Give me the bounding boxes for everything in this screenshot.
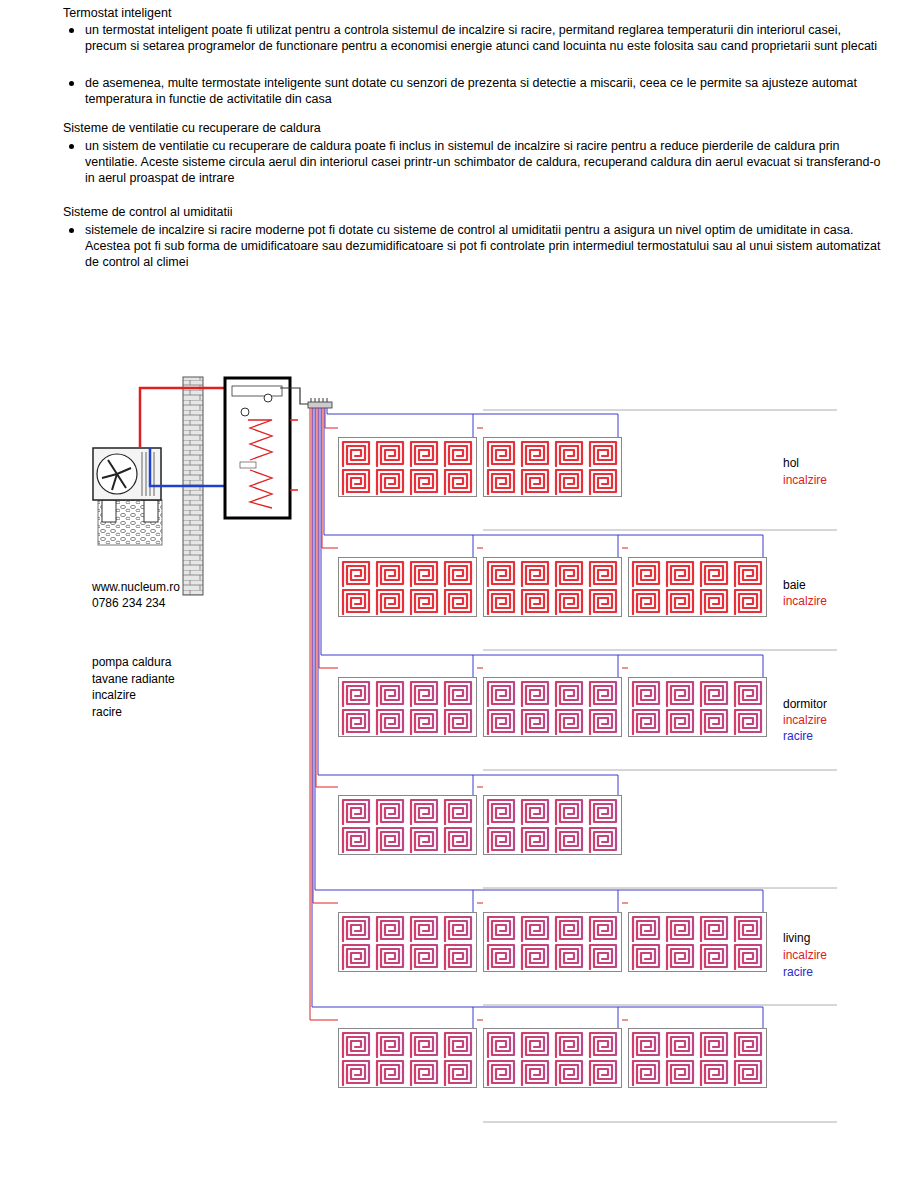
bullet-text: sistemele de incalzire si racire moderne… (85, 222, 885, 270)
cooling-label: racire (783, 728, 903, 744)
system-label: racire (92, 704, 242, 720)
cooling-label: racire (783, 964, 903, 980)
room-name: dormitor (783, 696, 903, 712)
system-label: pompa caldura (92, 654, 242, 670)
phone-label: 0786 234 234 (92, 595, 242, 611)
heating-label: incalzire (783, 712, 903, 728)
bullet-dot (69, 81, 74, 86)
bullet-dot (69, 144, 74, 149)
section-heading: Sisteme de control al umiditatii (63, 204, 883, 220)
storage-tank (225, 378, 312, 518)
unit-pipes (140, 388, 228, 486)
guide-lines (483, 410, 837, 1122)
bullet-text: de asemenea, multe termostate inteligent… (85, 75, 885, 107)
heat-pump-unit (93, 448, 162, 545)
section-heading: Sisteme de ventilatie cu recuperare de c… (63, 120, 883, 136)
radiant-ceiling-panels (339, 438, 767, 1088)
bullet-text: un termostat inteligent poate fi utiliza… (85, 22, 885, 54)
heating-label: incalzire (783, 472, 903, 488)
website-label: www.nucleum.ro (92, 579, 242, 595)
bullet-text: un sistem de ventilatie cu recuperare de… (85, 138, 885, 186)
room-name: living (783, 930, 903, 946)
heating-label: incalzire (783, 593, 903, 609)
heating-label: incalzire (783, 947, 903, 963)
room-name: hol (783, 455, 903, 471)
section-heading: Termostat inteligent (63, 5, 883, 21)
system-label: tavane radiante (92, 671, 242, 687)
system-label: incalzire (92, 687, 242, 703)
bullet-dot (69, 228, 74, 233)
bullet-dot (69, 28, 74, 33)
room-name: baie (783, 577, 903, 593)
manifold (308, 398, 332, 408)
